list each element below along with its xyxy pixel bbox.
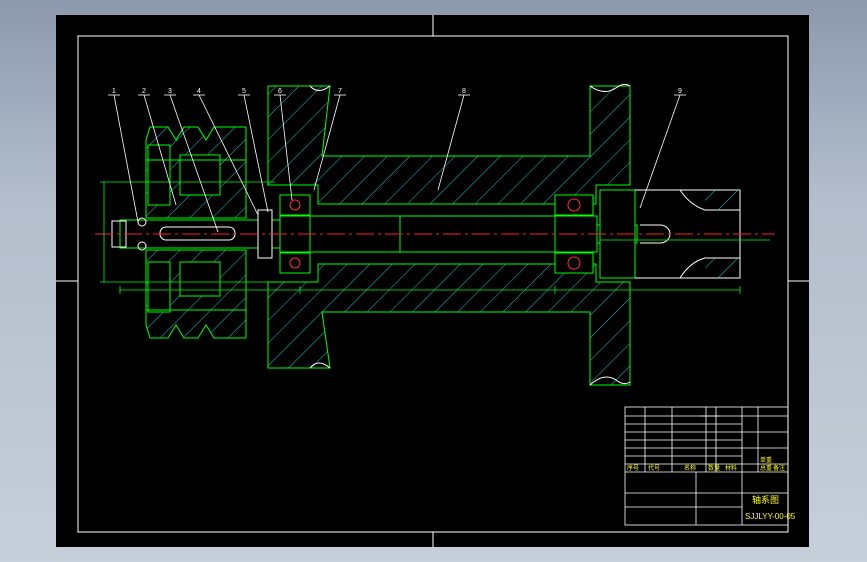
bearings <box>257 194 594 274</box>
drawing-sheet: 1 2 3 4 5 6 7 8 9 代号 名称 序号 数量 <box>56 15 809 547</box>
balloon-3: 3 <box>168 88 172 95</box>
balloon-5: 5 <box>242 88 246 95</box>
drum-section <box>267 83 631 386</box>
drawing-canvas: 1 2 3 4 5 6 7 8 9 代号 名称 序号 数量 <box>56 15 809 547</box>
drawing-frame <box>56 15 809 547</box>
pulley-section <box>145 126 247 339</box>
dimension-lines <box>100 181 770 294</box>
balloon-6: 6 <box>278 88 282 95</box>
header-material: 材料 <box>725 464 737 472</box>
header-name: 名称 <box>684 464 696 472</box>
drawing-number: SJJLYY-00-05 <box>745 512 796 521</box>
title-block <box>624 406 789 526</box>
balloon-1: 1 <box>112 88 116 95</box>
leader-lines <box>108 94 686 233</box>
header-unit-weight: 单重 <box>760 456 772 464</box>
header-total-weight: 总重 <box>760 464 772 472</box>
balloon-numbers: 1 2 3 4 5 6 7 8 9 <box>112 88 682 95</box>
balloon-4: 4 <box>197 88 201 95</box>
balloon-7: 7 <box>338 88 342 95</box>
header-qty: 数量 <box>708 464 720 472</box>
header-code: 代号 <box>648 464 660 472</box>
header-no: 序号 <box>627 464 639 472</box>
balloon-8: 8 <box>462 88 466 95</box>
header-remark: 备注 <box>773 464 785 472</box>
balloon-2: 2 <box>142 88 146 95</box>
title-block-text: 代号 名称 序号 数量 材料 单重 总重 备注 轴系图 SJJLYY-00-05 <box>627 456 796 521</box>
drawing-title: 轴系图 <box>752 494 779 505</box>
balloon-9: 9 <box>678 88 682 95</box>
